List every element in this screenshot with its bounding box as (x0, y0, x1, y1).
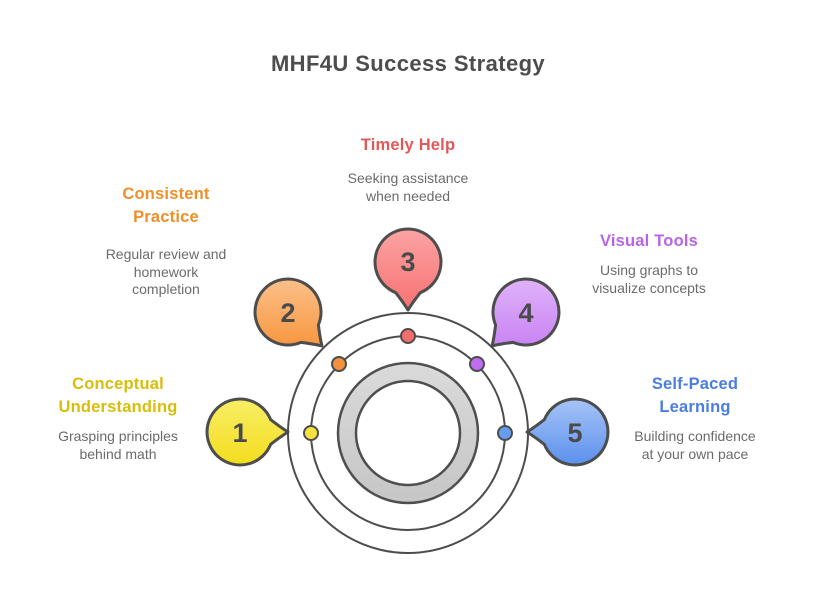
step-title-line: Practice (133, 208, 199, 226)
marker-4: 4 (490, 277, 561, 348)
step-title-line: Learning (659, 398, 731, 416)
step-label-timely-help: Timely Help Seeking assistance when need… (313, 134, 503, 205)
marker-1: 1 (205, 397, 290, 467)
step-title-line: Consistent (122, 185, 210, 203)
step-label-self-paced-learning: Self-Paced Learning Building confidence … (600, 373, 790, 463)
step-title-line: Visual Tools (599, 232, 699, 250)
marker-5-number: 5 (567, 418, 582, 448)
marker-4-bubble (490, 277, 561, 348)
marker-3-bubble (373, 227, 443, 312)
step-desc-line: completion (132, 281, 200, 297)
step-description: Using graphs to visualize concepts (554, 262, 744, 297)
step-title: Consistent Practice (71, 183, 261, 229)
step-desc-line: visualize concepts (592, 279, 706, 296)
orbit-dot-1 (303, 425, 319, 441)
step-title: Conceptual Understanding (23, 373, 213, 419)
marker-4-number: 4 (518, 298, 533, 328)
step-description: Regular review and homework completion (71, 246, 261, 299)
step-title-line: Understanding (58, 398, 178, 416)
orbit-dot-4 (469, 356, 485, 372)
step-desc-line: Grasping principles (58, 428, 178, 444)
step-title: Visual Tools (554, 230, 744, 253)
step-desc-line: when needed (365, 187, 451, 204)
marker-5-bubble (525, 397, 610, 467)
step-title-line: Self-Paced (651, 375, 739, 393)
step-title-line: Conceptual (72, 375, 164, 393)
hub-ring (338, 363, 478, 503)
step-desc-line: Regular review and (105, 246, 227, 262)
marker-3-number: 3 (400, 247, 415, 277)
step-desc-line: Seeking assistance (347, 170, 469, 186)
step-desc-line: at your own pace (641, 445, 749, 462)
marker-1-number: 1 (232, 418, 247, 448)
outer-orbit-circle (287, 312, 529, 554)
step-title: Timely Help (313, 134, 503, 157)
step-label-visual-tools: Visual Tools Using graphs to visualize c… (554, 230, 744, 297)
step-description: Grasping principles behind math (23, 428, 213, 463)
step-title: Self-Paced Learning (600, 373, 790, 419)
marker-1-bubble (205, 397, 290, 467)
step-desc-line: Building confidence (634, 428, 756, 444)
marker-2: 2 (253, 277, 324, 348)
step-desc-line: behind math (79, 445, 157, 462)
step-label-consistent-practice: Consistent Practice Regular review and h… (71, 183, 261, 299)
hub-ring-inner-edge (354, 379, 462, 487)
orbit-dot-2 (331, 356, 347, 372)
orbit-dot-3 (400, 328, 416, 344)
step-description: Building confidence at your own pace (600, 428, 790, 463)
step-description: Seeking assistance when needed (313, 170, 503, 205)
step-title-line: Timely Help (360, 136, 456, 154)
step-desc-line: Using graphs to (599, 262, 699, 278)
hub-ring-outer-edge (336, 361, 480, 505)
marker-3: 3 (373, 227, 443, 312)
orbit-dot-5 (497, 425, 513, 441)
marker-5: 5 (525, 397, 610, 467)
marker-2-bubble (253, 277, 324, 348)
step-desc-line: homework (133, 263, 199, 280)
marker-2-number: 2 (280, 298, 295, 328)
page-title: MHF4U Success Strategy (270, 51, 546, 76)
step-label-conceptual-understanding: Conceptual Understanding Grasping princi… (23, 373, 213, 463)
